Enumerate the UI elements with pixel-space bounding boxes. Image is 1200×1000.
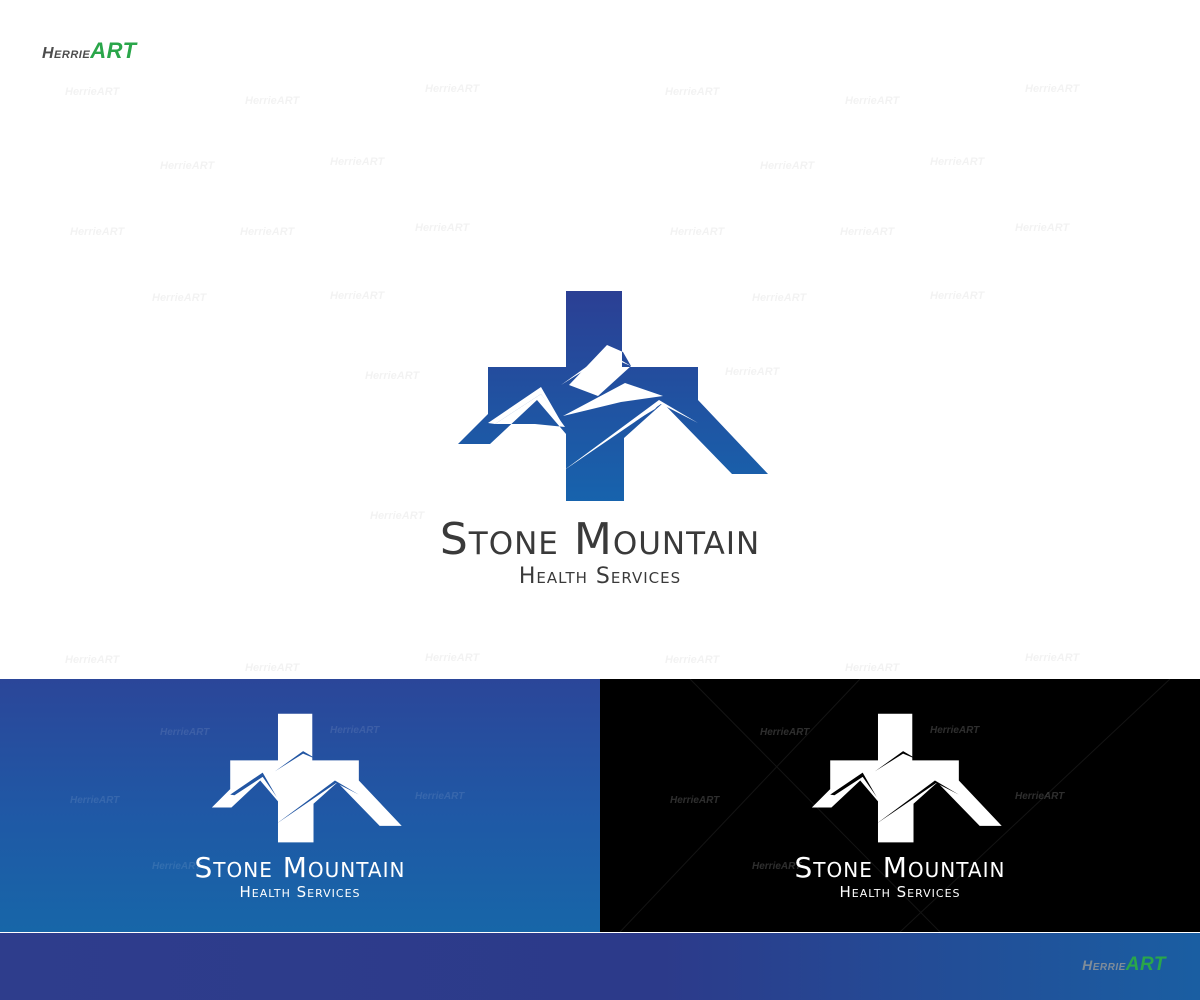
brand-name-part2: ART xyxy=(1125,954,1166,975)
logo-title: Stone Mountain xyxy=(439,514,761,565)
footer-bar xyxy=(0,933,1200,1000)
watermark: HerrieART xyxy=(760,727,810,738)
cross-mountain-icon-white xyxy=(211,713,402,843)
logo-subtitle-white: Health Services xyxy=(239,883,361,901)
logo-subtitle-white: Health Services xyxy=(839,883,961,901)
watermark: HerrieART xyxy=(152,861,202,872)
watermark: HerrieART xyxy=(70,795,120,806)
watermark: HerrieART xyxy=(330,725,380,736)
brand-name-part2: ART xyxy=(90,38,137,63)
watermark: HerrieART xyxy=(1015,791,1065,802)
brand-name-part1: Herrie xyxy=(1082,957,1126,973)
main-logo: Stone Mountain Health Services xyxy=(439,291,768,589)
brand-name-part1: Herrie xyxy=(42,45,91,62)
cross-mountain-icon xyxy=(458,291,768,501)
brand-logo-top: HerrieART xyxy=(42,38,137,64)
logo-variant-black: HerrieART HerrieART HerrieART HerrieART … xyxy=(600,679,1200,932)
watermark: HerrieART xyxy=(415,791,465,802)
cross-mountain-icon-white xyxy=(811,713,1002,843)
watermark: HerrieART xyxy=(670,795,720,806)
logo-variant-blue: HerrieART HerrieART HerrieART HerrieART … xyxy=(0,679,600,932)
logo-subtitle: Health Services xyxy=(518,564,682,589)
brand-logo-bottom: HerrieART xyxy=(1082,954,1166,976)
watermark: HerrieART xyxy=(160,727,210,738)
watermark: HerrieART xyxy=(930,725,980,736)
logo-title-white: Stone Mountain xyxy=(794,851,1006,884)
logo-title-white: Stone Mountain xyxy=(194,851,406,884)
watermark: HerrieART xyxy=(752,861,802,872)
